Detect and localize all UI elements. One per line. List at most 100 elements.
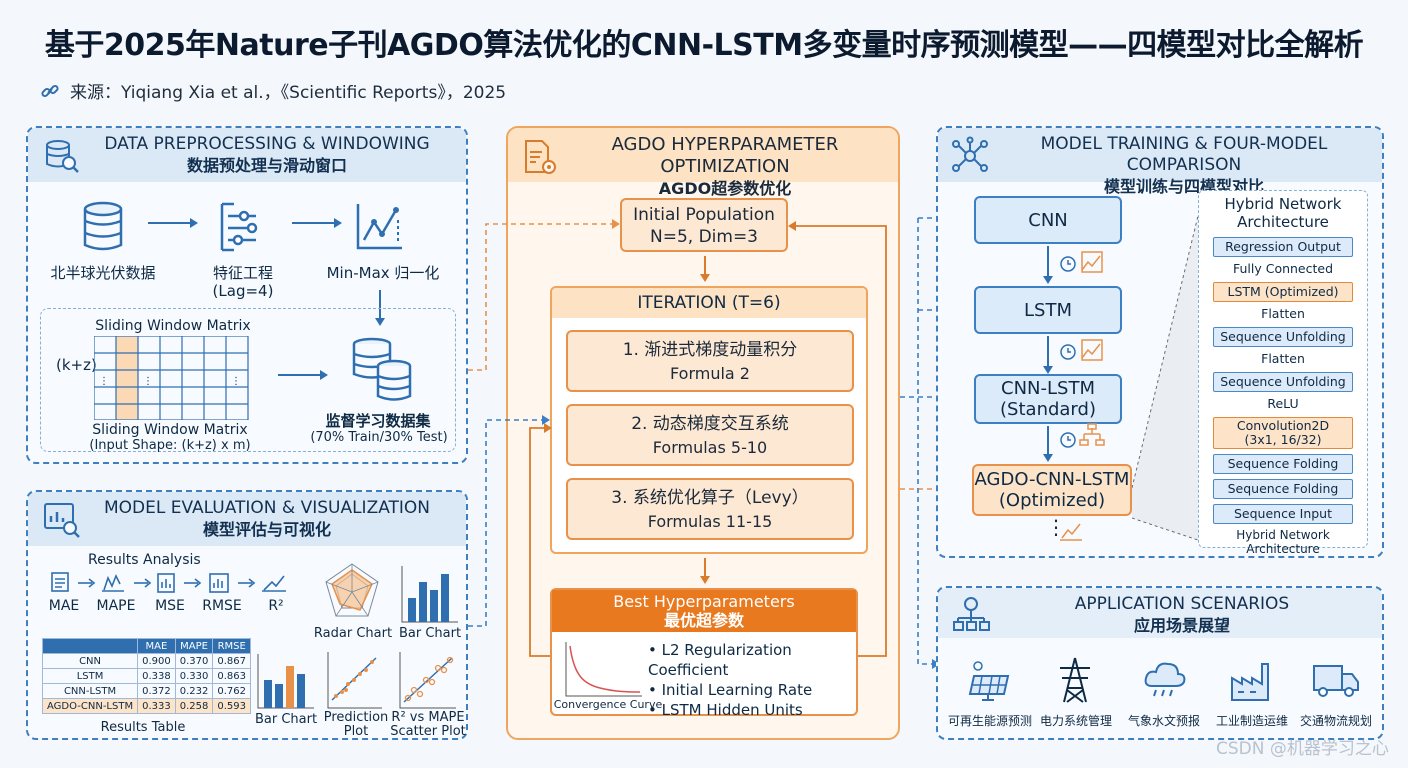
model-agdo-cnn-lstm: AGDO-CNN-LSTM(Optimized)	[972, 464, 1132, 516]
init-line-2: N=5, Dim=3	[649, 227, 759, 247]
layer-sequence-folding: Sequence Folding	[1213, 454, 1353, 474]
step-2-formula: Formulas 5-10	[652, 438, 768, 457]
results-table-caption: Results Table	[100, 720, 186, 735]
param-item-3: • LSTM Hidden Units	[648, 701, 803, 719]
application-title-en: APPLICATION SCENARIOS	[1074, 594, 1290, 614]
param-l2: L2 Regularization Coefficient	[648, 641, 792, 679]
bar-chart-label: Bar Chart	[398, 626, 462, 641]
arch-caption: Hybrid Network Architecture	[1236, 528, 1330, 556]
layer-sequence-folding-2: Sequence Folding	[1213, 479, 1353, 499]
dataset-label: 监督学习数据集	[325, 412, 431, 430]
model-agdo-sub: (Optimized)	[998, 490, 1106, 511]
arrow-right-icon	[148, 218, 198, 228]
page-title: 基于2025年Nature子刊AGDO算法优化的CNN-LSTM多变量时序预测模…	[44, 28, 1364, 63]
preprocessing-title-zh: 数据预处理与滑动窗口	[186, 156, 347, 175]
table-header: MAE	[137, 638, 176, 654]
matrix-title: Sliding Window Matrix	[95, 318, 251, 334]
prediction-plot-label-1: Prediction	[323, 710, 389, 725]
bar-chart-thumbnail	[401, 566, 458, 623]
iteration-step-2: 2. 动态梯度交互系统 Formulas 5-10	[566, 404, 854, 466]
metric-rmse: RMSE	[202, 598, 242, 614]
layer-fully-connected: Fully Connected	[1232, 261, 1334, 276]
agdo-panel: AGDO HYPERPARAMETER OPTIMIZATION AGDO超参数…	[506, 126, 900, 740]
metrics-row	[40, 570, 300, 618]
bar-chart-label-2: Bar Chart	[254, 712, 318, 727]
evaluation-title-zh: 模型评估与可视化	[202, 520, 331, 539]
source-text: 来源：Yiqiang Xia et al.，《Scientific Report…	[70, 83, 507, 103]
model-agdo-label: AGDO-CNN-LSTM	[974, 469, 1130, 490]
best-title-en: Best Hyperparameters	[613, 592, 795, 611]
app-industry: 工业制造运维	[1215, 714, 1288, 728]
model-lstm-label: LSTM	[1024, 299, 1072, 321]
layer-lstm-optimized: LSTM (Optimized)	[1213, 282, 1353, 302]
architecture-box: Hybrid Network Architecture Regression O…	[1198, 190, 1368, 556]
network-nodes-icon	[952, 136, 988, 172]
table-cell: AGDO-CNN-LSTM	[41, 698, 139, 714]
window-matrix-grid: ⋮ ⋮ ⋮	[94, 336, 249, 420]
step-2-name: 2. 动态梯度交互系统	[631, 414, 789, 434]
conv-label: Convolution2D	[1236, 418, 1330, 433]
app-weather: 气象水文预报	[1127, 714, 1200, 728]
app-renewable: 可再生能源预测	[947, 714, 1032, 728]
preprocessing-header: DATA PREPROCESSING & WINDOWING 数据预处理与滑动窗…	[28, 128, 466, 182]
svg-text:⋮: ⋮	[143, 376, 153, 387]
model-lstm: LSTM	[974, 286, 1122, 334]
database-icon	[83, 201, 123, 251]
layer-convolution2d: Convolution2D (3x1, 16/32)	[1213, 417, 1353, 449]
table-cell: 0.258	[174, 698, 214, 714]
step-3-formula: Formulas 11-15	[647, 512, 773, 531]
power-tower-icon	[1060, 657, 1090, 703]
prediction-plot-thumbnail	[327, 652, 382, 709]
svg-text:⋮: ⋮	[99, 376, 109, 387]
model-flow-arrows: ⋮	[1043, 246, 1105, 541]
network-diagram-icon	[953, 597, 990, 631]
param-list: • L2 Regularization Coefficient • Initia…	[648, 640, 856, 720]
param-lr: Initial Learning Rate	[661, 681, 813, 699]
step-minmax: Min-Max 归一化	[326, 264, 440, 282]
conv-params: (3x1, 16/32)	[1244, 432, 1322, 447]
param-hidden: LSTM Hidden Units	[661, 701, 803, 719]
init-line-1: Initial Population	[633, 205, 775, 225]
best-hyperparameters-box: Best Hyperparameters 最优超参数 Convergence C…	[550, 588, 858, 719]
step-pv-data: 北半球光伏数据	[50, 264, 156, 282]
results-analysis-label: Results Analysis	[88, 552, 201, 568]
matrix-shape: (Input Shape: (k+z) x m)	[89, 438, 251, 453]
model-cnn-lstm: CNN-LSTM(Standard)	[974, 374, 1122, 424]
param-item-2: • Initial Learning Rate	[648, 681, 813, 699]
arch-title-2: Architecture	[1237, 213, 1329, 231]
app-power: 电力系统管理	[1039, 714, 1112, 728]
evaluation-header: MODEL EVALUATION & VISUALIZATION 模型评估与可视…	[28, 492, 466, 546]
evaluation-title-en: MODEL EVALUATION & VISUALIZATION	[103, 498, 431, 518]
iteration-header: ITERATION (T=6)	[552, 288, 866, 318]
iteration-step-1: 1. 渐进式梯度动量积分 Formula 2	[566, 330, 854, 392]
sliding-window-box	[40, 308, 456, 452]
training-header: MODEL TRAINING & FOUR-MODEL COMPARISON 模…	[938, 128, 1382, 196]
agdo-title-zh: AGDO超参数优化	[658, 179, 792, 198]
source-line: 来源：Yiqiang Xia et al.，《Scientific Report…	[40, 78, 506, 103]
arrow-down-icon	[700, 256, 710, 282]
table-cell: 0.593	[212, 698, 252, 714]
layer-flatten-2: Flatten	[1261, 351, 1305, 366]
table-header: RMSE	[212, 638, 252, 654]
layer-flatten: Flatten	[1261, 306, 1305, 321]
matrix-row-label: (k+z)	[56, 356, 97, 374]
model-cnn: CNN	[974, 196, 1122, 244]
agdo-header: AGDO HYPERPARAMETER OPTIMIZATION AGDO超参数…	[508, 128, 898, 198]
table-cell: 0.867	[212, 653, 252, 669]
scatter-label-2: Scatter Plot	[390, 724, 466, 739]
weather-cloud-icon	[1144, 662, 1186, 697]
scatter-label-1: R² vs MAPE	[391, 710, 465, 725]
table-cell: 0.762	[212, 683, 252, 699]
preprocessing-panel: DATA PREPROCESSING & WINDOWING 数据预处理与滑动窗…	[26, 126, 468, 464]
initial-population-box: Initial Population N=5, Dim=3	[620, 198, 788, 252]
metric-icons	[51, 572, 286, 593]
svg-text:⋮: ⋮	[1046, 515, 1066, 539]
document-gear-icon	[525, 140, 556, 174]
model-cnn-lstm-sub: (Standard)	[1000, 399, 1096, 420]
layer-relu: ReLU	[1267, 396, 1299, 411]
